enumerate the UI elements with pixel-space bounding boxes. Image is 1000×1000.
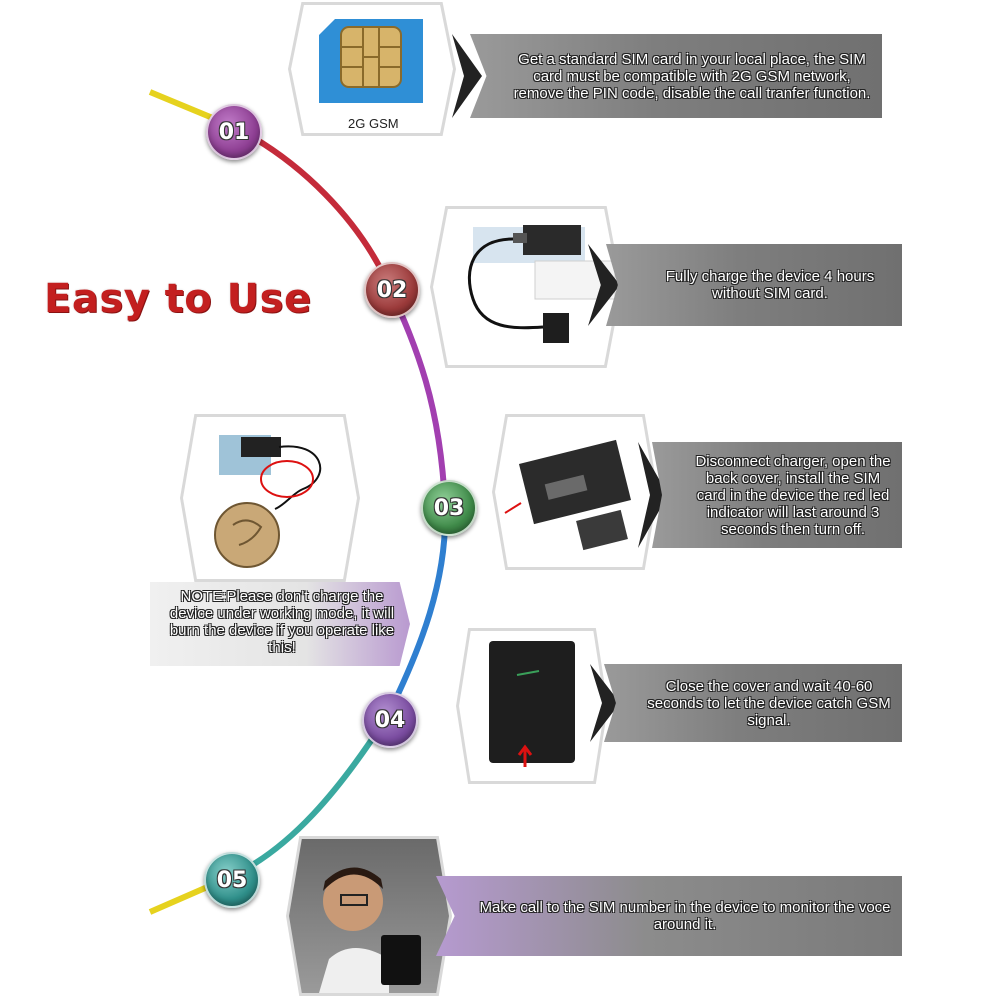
step-banner-04: Close the cover and wait 40-60 seconds t… (604, 664, 902, 742)
warning-note-text: NOTE:Please don't charge the device unde… (169, 588, 395, 656)
step-text-02: Fully charge the device 4 hours without … (665, 268, 875, 302)
step-text-04: Close the cover and wait 40-60 seconds t… (647, 677, 891, 729)
step-badge-03: 03 (421, 480, 477, 536)
sim-card-icon (319, 19, 423, 103)
warning-note: NOTE:Please don't charge the device unde… (150, 582, 410, 666)
step-badge-05: 05 (204, 852, 260, 908)
step-banner-02: Fully charge the device 4 hours without … (606, 244, 902, 326)
device-open-icon (504, 439, 632, 551)
device-closed-frame (456, 628, 608, 784)
step-banner-05: Make call to the SIM number in the devic… (436, 876, 902, 956)
sim-card-frame (288, 2, 456, 136)
warning-photo (214, 435, 322, 568)
page-title: Easy to Use (44, 276, 312, 322)
step-banner-03: Disconnect charger, open the back cover,… (652, 442, 902, 548)
device-closed-icon (489, 641, 575, 767)
charger-icon (467, 225, 616, 343)
device-open-frame (492, 414, 658, 570)
sim-label: 2G GSM (348, 116, 399, 131)
warning-photo-frame (180, 414, 360, 582)
step-text-01: Get a standard SIM card in your local pl… (513, 50, 871, 102)
step-text-03: Disconnect charger, open the back cover,… (695, 452, 891, 538)
charger-frame (430, 206, 622, 368)
step-text-05: Make call to the SIM number in the devic… (479, 899, 891, 933)
person-phone-icon (319, 867, 421, 993)
step-banner-01: Get a standard SIM card in your local pl… (470, 34, 882, 118)
step-badge-04: 04 (362, 692, 418, 748)
person-frame (286, 836, 452, 996)
step-badge-01: 01 (206, 104, 262, 160)
step-badge-02: 02 (364, 262, 420, 318)
